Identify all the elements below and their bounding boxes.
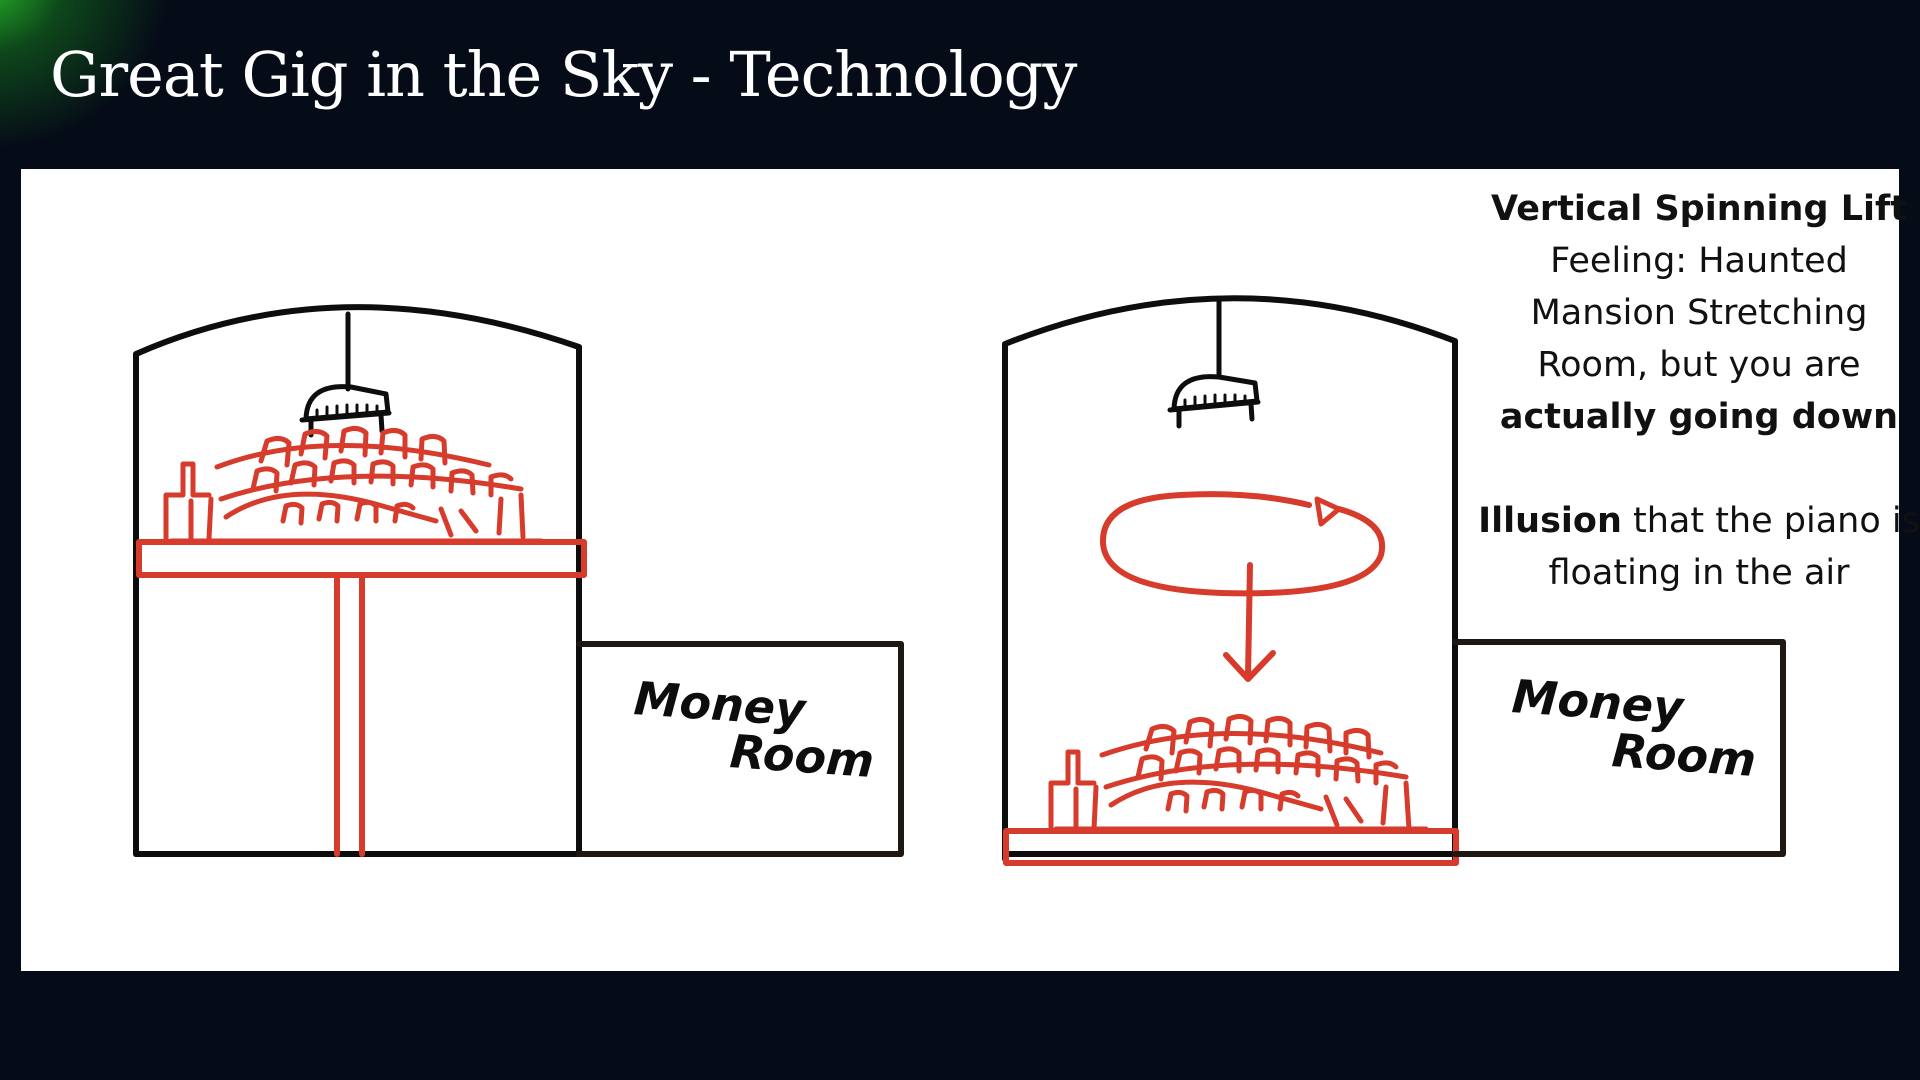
caption-line-1: Feeling: Haunted bbox=[1550, 241, 1848, 281]
right-lift-sketch: Money Room bbox=[1002, 295, 1786, 866]
caption-line-4: actually going down bbox=[1499, 397, 1899, 437]
diagram-panel: Money Room bbox=[21, 169, 1920, 971]
right-audience-seating bbox=[1048, 713, 1429, 832]
caption-line-6: floating in the air bbox=[1548, 553, 1850, 593]
right-money-room-label: Money Room bbox=[1510, 669, 1758, 787]
diagram-canvas: Money Room bbox=[133, 295, 1786, 866]
left-shaft-outline bbox=[133, 304, 582, 857]
down-arrow bbox=[1223, 562, 1276, 682]
left-lift-platform bbox=[136, 539, 587, 578]
caption-illusion-word: Illusion bbox=[1478, 501, 1622, 541]
slide-title: Great Gig in the Sky - Technology bbox=[50, 38, 1077, 111]
right-piano-icon bbox=[1167, 374, 1261, 429]
left-money-room-label: Money Room bbox=[632, 671, 876, 788]
right-money-word: Money bbox=[1510, 669, 1687, 735]
caption-line-3: Room, but you are bbox=[1537, 345, 1861, 385]
right-lift-platform bbox=[1003, 828, 1459, 866]
caption-illusion-line: Illusion that the piano is bbox=[1449, 495, 1920, 547]
caption-line-2: Mansion Stretching bbox=[1530, 293, 1868, 333]
left-room-word: Room bbox=[728, 724, 876, 788]
right-money-room-box bbox=[1452, 639, 1786, 857]
left-audience-seating bbox=[163, 425, 544, 544]
left-lift-column bbox=[334, 572, 365, 857]
caption-block: Vertical Spinning Lift Feeling: Haunted … bbox=[1449, 183, 1920, 599]
spin-arrow bbox=[1099, 491, 1386, 597]
caption-heading: Vertical Spinning Lift bbox=[1491, 189, 1907, 229]
left-money-room-box bbox=[576, 641, 904, 857]
caption-spacer bbox=[1449, 443, 1920, 495]
caption-illusion-rest: that the piano is bbox=[1621, 501, 1920, 541]
right-room-word: Room bbox=[1610, 723, 1758, 787]
left-lift-sketch: Money Room bbox=[133, 304, 904, 857]
left-money-word: Money bbox=[632, 671, 809, 737]
right-shaft-outline bbox=[1002, 295, 1458, 862]
